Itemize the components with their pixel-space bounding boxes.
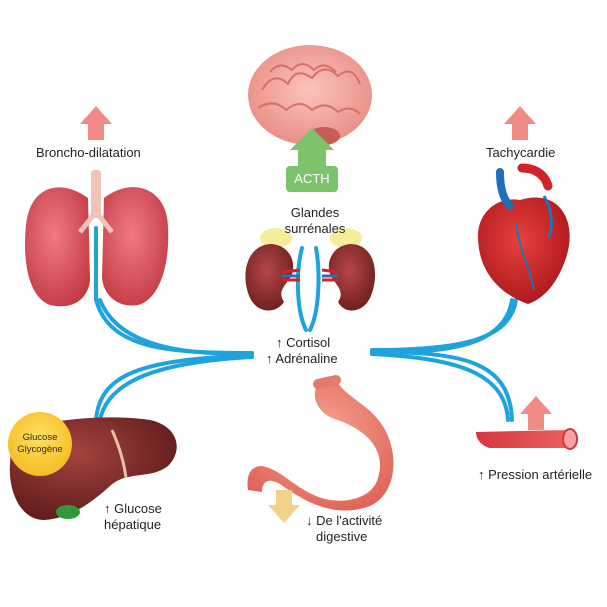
pression-arterielle-label: ↑ Pression artérielle — [478, 467, 593, 482]
heart-icon — [478, 163, 570, 304]
down-arrow-icon — [268, 490, 300, 523]
glandes-surrenales-label-line1: Glandes — [290, 205, 340, 220]
glucose-hepatique-label-line1: ↑ Glucose — [104, 501, 162, 516]
tachycardie-label: Tachycardie — [486, 145, 556, 160]
lungs-icon — [25, 170, 169, 307]
glucose-hepatique-label-line2: hépatique — [104, 517, 162, 532]
glycogene-bubble-label: Glycogène — [17, 444, 63, 455]
brain-icon — [248, 45, 372, 145]
broncho-dilatation-label: Broncho-dilatation — [36, 145, 141, 160]
glandes-surrenales-label-line2: surrénales — [284, 221, 346, 236]
up-arrow-icon — [520, 396, 552, 430]
adrenal-glands-icon — [260, 228, 362, 248]
activite-digestive-label-line2: digestive — [316, 529, 368, 544]
acth-badge: ACTH — [286, 166, 338, 192]
up-arrow-icon — [80, 106, 112, 140]
activite-digestive-label-line1: ↓ De l'activité — [306, 513, 383, 528]
cortisol-label: ↑ Cortisol — [276, 335, 331, 350]
acth-up-arrow — [290, 128, 334, 166]
connector-lines — [94, 226, 518, 422]
glucose-glycogene-bubble: Glucose Glycogène — [8, 412, 72, 476]
adrenaline-label: ↑ Adrénaline — [266, 351, 338, 366]
artery-icon — [476, 428, 578, 450]
kidneys-adrenal-icon — [245, 244, 376, 311]
stomach-icon — [247, 375, 394, 511]
up-arrow-icon — [504, 106, 536, 140]
glucose-bubble-label: Glucose — [22, 432, 58, 443]
